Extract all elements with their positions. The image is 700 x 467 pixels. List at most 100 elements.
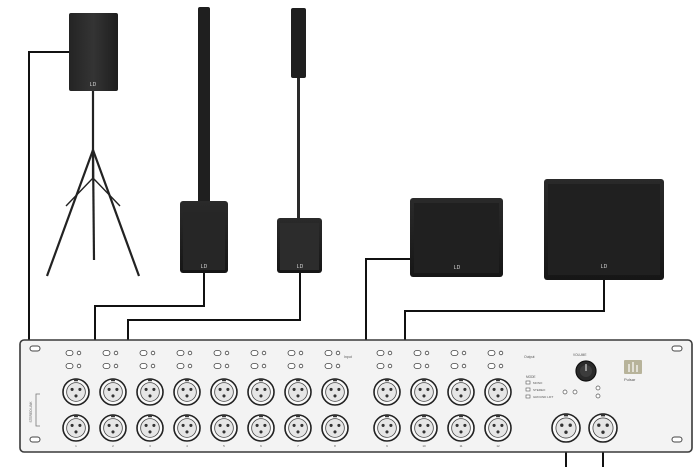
channel-switch[interactable] <box>324 363 333 369</box>
xlr-jack-top[interactable] <box>373 378 401 406</box>
tripod-stand <box>45 91 141 277</box>
channel-switch[interactable] <box>487 350 496 356</box>
xlr-latch <box>259 414 263 418</box>
channel-switch[interactable] <box>287 363 296 369</box>
xlr-jack-top[interactable] <box>62 378 90 406</box>
rack-ear-hole <box>29 345 41 352</box>
xlr-pin <box>148 430 152 434</box>
xlr-pin <box>292 423 296 427</box>
brand-logo: Pulsar <box>624 360 642 382</box>
channel-switch[interactable] <box>65 363 74 369</box>
channel-switch[interactable] <box>176 350 185 356</box>
xlr-pin <box>500 387 504 391</box>
xlr-jack-top[interactable] <box>210 378 238 406</box>
xlr-jack-top[interactable] <box>284 378 312 406</box>
xlr-pin <box>389 387 393 391</box>
xlr-pin <box>255 387 259 391</box>
channel-switch[interactable] <box>287 350 296 356</box>
rack-ear-hole <box>671 436 683 443</box>
xlr-latch <box>148 414 152 418</box>
speaker-logo: LD <box>601 264 608 270</box>
xlr-pin <box>263 387 267 391</box>
indicator-led <box>562 389 568 395</box>
indicator-led <box>261 350 267 356</box>
xlr-pin <box>329 387 333 391</box>
channel-switch[interactable] <box>250 363 259 369</box>
xlr-pin <box>259 394 263 398</box>
channel-switch[interactable] <box>213 363 222 369</box>
channel-switch[interactable] <box>65 350 74 356</box>
xlr-pin <box>107 387 111 391</box>
xlr-jack-bottom[interactable] <box>484 414 512 442</box>
xlr-latch <box>111 378 115 382</box>
xlr-jack-bottom[interactable] <box>373 414 401 442</box>
xlr-jack-bottom[interactable] <box>173 414 201 442</box>
xlr-latch <box>74 378 78 382</box>
channel-switch[interactable] <box>139 350 148 356</box>
mode-option-2: STEREO <box>533 388 546 392</box>
xlr-jack-top[interactable] <box>99 378 127 406</box>
channel-switch[interactable] <box>139 363 148 369</box>
xlr-jack-bottom[interactable] <box>136 414 164 442</box>
xlr-pin <box>564 430 568 434</box>
rack-ear-hole <box>671 345 683 352</box>
xlr-jack-inner <box>414 418 434 438</box>
channel-switch[interactable] <box>176 363 185 369</box>
xlr-jack-top[interactable] <box>321 378 349 406</box>
channel-switch[interactable] <box>324 350 333 356</box>
xlr-pin <box>115 423 119 427</box>
xlr-pin <box>296 394 300 398</box>
xlr-jack-bottom[interactable] <box>321 414 349 442</box>
xlr-jack-bottom[interactable] <box>62 414 90 442</box>
xlr-jack-bottom[interactable] <box>247 414 275 442</box>
channel-switch[interactable] <box>376 350 385 356</box>
xlr-jack-top[interactable] <box>173 378 201 406</box>
xlr-pin <box>422 394 426 398</box>
xlr-pin <box>463 387 467 391</box>
xlr-jack-bottom[interactable] <box>447 414 475 442</box>
column-speaker-small: LD <box>277 8 322 273</box>
xlr-latch <box>422 414 426 418</box>
channel-switch[interactable] <box>413 350 422 356</box>
xlr-output-jack[interactable] <box>588 413 618 443</box>
xlr-jack-bottom[interactable] <box>410 414 438 442</box>
xlr-pin <box>111 394 115 398</box>
xlr-pin <box>181 423 185 427</box>
xlr-jack-top[interactable] <box>484 378 512 406</box>
xlr-jack-top[interactable] <box>247 378 275 406</box>
channel-switch[interactable] <box>376 363 385 369</box>
xlr-jack-inner <box>66 418 86 438</box>
xlr-latch <box>148 378 152 382</box>
channel-switch[interactable] <box>102 363 111 369</box>
channel-switch[interactable] <box>413 363 422 369</box>
xlr-latch <box>74 414 78 418</box>
xlr-jack-inner <box>377 418 397 438</box>
xlr-pin <box>333 430 337 434</box>
channel-number-label: 7 <box>297 444 299 448</box>
channel-switch[interactable] <box>450 363 459 369</box>
channel-switch[interactable] <box>250 350 259 356</box>
xlr-jack-bottom[interactable] <box>210 414 238 442</box>
xlr-jack-bottom[interactable] <box>284 414 312 442</box>
channel-switch[interactable] <box>487 363 496 369</box>
channel-switch[interactable] <box>102 350 111 356</box>
indicator-led <box>187 350 193 356</box>
channel-switch[interactable] <box>450 350 459 356</box>
channel-indicators <box>65 350 504 369</box>
xlr-jack-bottom[interactable] <box>99 414 127 442</box>
channel-number-label: 9 <box>386 444 388 448</box>
cable-tripod-speaker <box>28 51 69 389</box>
xlr-jack-top[interactable] <box>410 378 438 406</box>
mode-switch[interactable] <box>525 387 531 392</box>
channel-number-label: 8 <box>334 444 336 448</box>
channel-number-label: 2 <box>112 444 114 448</box>
xlr-latch <box>333 378 337 382</box>
xlr-jack-top[interactable] <box>447 378 475 406</box>
xlr-jack-top[interactable] <box>136 378 164 406</box>
channel-switch[interactable] <box>213 350 222 356</box>
mode-switch[interactable] <box>525 394 531 399</box>
xlr-output-jack[interactable] <box>551 413 581 443</box>
mode-switch[interactable] <box>525 380 531 385</box>
xlr-pin <box>381 423 385 427</box>
